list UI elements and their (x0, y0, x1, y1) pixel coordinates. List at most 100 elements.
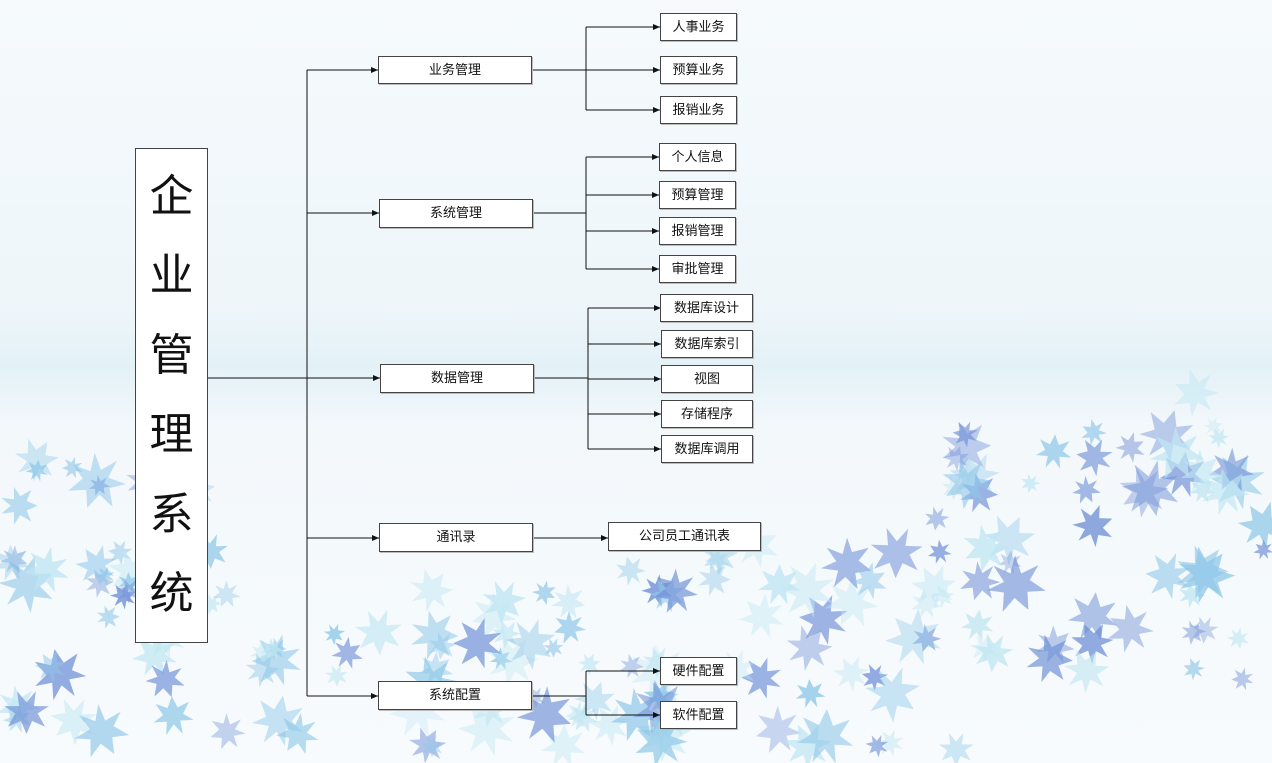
maple-leaf-decoration (1071, 623, 1114, 664)
maple-leaf-decoration (1174, 369, 1220, 417)
maple-leaf-decoration (1226, 627, 1249, 649)
maple-leaf-decoration (0, 555, 53, 613)
maple-leaf-decoration (260, 637, 284, 661)
maple-leaf-decoration (641, 574, 672, 607)
maple-leaf-decoration (14, 438, 60, 482)
root-node-system-title: 企 业 管 理 系 统 (135, 148, 208, 643)
node-data-management: 数据管理 (380, 364, 534, 393)
maple-leaf-decoration (212, 580, 241, 608)
maple-leaf-decoration (554, 610, 586, 644)
maple-leaf-decoration (1121, 460, 1178, 517)
maple-leaf-decoration (68, 452, 126, 508)
leaf-employee-directory: 公司员工通讯表 (608, 522, 761, 551)
maple-leaf-decoration (531, 580, 556, 606)
maple-leaf-decoration (938, 732, 974, 763)
maple-leaf-decoration (850, 562, 887, 600)
maple-leaf-decoration (276, 712, 319, 755)
leaf-software-config: 软件配置 (660, 701, 737, 729)
maple-leaf-decoration (145, 659, 185, 698)
leaf-database-call: 数据库调用 (661, 435, 753, 463)
leaf-budget-business: 预算业务 (660, 56, 737, 84)
maple-leaf-decoration (796, 709, 854, 763)
root-char: 管 (149, 329, 194, 381)
maple-leaf-decoration (1076, 439, 1113, 477)
maple-leaf-decoration (251, 695, 303, 747)
maple-leaf-decoration (1064, 649, 1110, 694)
maple-leaf-decoration (997, 550, 1022, 575)
maple-leaf-decoration (0, 545, 28, 574)
maple-leaf-decoration (117, 572, 141, 595)
maple-leaf-decoration (210, 713, 246, 750)
maple-leaf-decoration (870, 527, 923, 579)
maple-leaf-decoration (1190, 616, 1219, 644)
maple-leaf-decoration (1145, 553, 1191, 600)
maple-leaf-decoration (832, 656, 870, 692)
maple-leaf-decoration (201, 593, 223, 615)
maple-leaf-decoration (1253, 539, 1272, 560)
maple-leaf-decoration (1237, 501, 1272, 549)
maple-leaf-decoration (974, 633, 1014, 673)
maple-leaf-decoration (109, 584, 137, 610)
maple-leaf-decoration (963, 524, 1010, 573)
maple-leaf-decoration (1208, 447, 1255, 492)
maple-leaf-decoration (884, 608, 941, 665)
maple-leaf-decoration (419, 651, 454, 686)
maple-leaf-decoration (755, 705, 803, 753)
maple-leaf-decoration (472, 592, 517, 638)
maple-leaf-decoration (505, 618, 556, 670)
maple-leaf-decoration (323, 623, 345, 646)
maple-leaf-decoration (924, 506, 950, 531)
maple-leaf-decoration (24, 546, 69, 593)
maple-leaf-decoration (354, 609, 402, 656)
maple-leaf-decoration (331, 636, 363, 669)
maple-leaf-decoration (861, 664, 888, 691)
maple-leaf-decoration (758, 564, 801, 605)
maple-leaf-decoration (543, 638, 564, 658)
maple-leaf-decoration (1183, 657, 1206, 681)
maple-leaf-decoration (942, 421, 992, 473)
maple-leaf-decoration (960, 609, 994, 642)
maple-leaf-decoration (458, 699, 515, 757)
leaf-database-index: 数据库索引 (661, 330, 753, 358)
maple-leaf-decoration (251, 634, 301, 686)
maple-leaf-decoration (49, 698, 97, 746)
maple-leaf-decoration (942, 459, 992, 510)
maple-leaf-decoration (492, 621, 521, 649)
maple-leaf-decoration (411, 610, 459, 660)
leaf-database-design: 数据库设计 (660, 294, 753, 322)
maple-leaf-decoration (420, 735, 444, 758)
maple-leaf-decoration (482, 581, 527, 625)
maple-leaf-decoration (486, 635, 539, 687)
maple-leaf-decoration (1026, 634, 1073, 683)
maple-leaf-decoration (700, 537, 739, 576)
leaf-budget-management: 预算管理 (659, 181, 736, 209)
root-char: 理 (149, 409, 194, 461)
maple-leaf-decoration (930, 584, 954, 609)
maple-leaf-decoration (795, 679, 826, 709)
maple-leaf-decoration (619, 653, 644, 679)
maple-leaf-decoration (942, 446, 970, 472)
maple-leaf-decoration (551, 584, 586, 619)
node-system-management: 系统管理 (379, 199, 533, 228)
maple-leaf-decoration (698, 562, 731, 596)
maple-leaf-decoration (1107, 604, 1154, 653)
maple-leaf-decoration (1115, 432, 1145, 463)
maple-leaf-decoration (34, 651, 67, 683)
maple-leaf-decoration (912, 624, 942, 653)
maple-leaf-decoration (489, 647, 513, 670)
node-address-book: 通讯录 (379, 523, 533, 552)
maple-leaf-decoration (1139, 410, 1194, 463)
maple-leaf-decoration (786, 625, 833, 671)
maple-leaf-decoration (741, 657, 781, 699)
maple-leaf-decoration (1036, 625, 1075, 664)
maple-leaf-decoration (780, 562, 835, 619)
maple-leaf-decoration (325, 664, 348, 687)
maple-leaf-decoration (927, 539, 952, 564)
leaf-approval-management: 审批管理 (659, 255, 736, 283)
leaf-hardware-config: 硬件配置 (660, 657, 737, 685)
maple-leaf-decoration (1, 486, 38, 525)
maple-leaf-decoration (1021, 473, 1041, 494)
maple-leaf-decoration (910, 564, 957, 610)
maple-leaf-decoration (952, 421, 978, 448)
